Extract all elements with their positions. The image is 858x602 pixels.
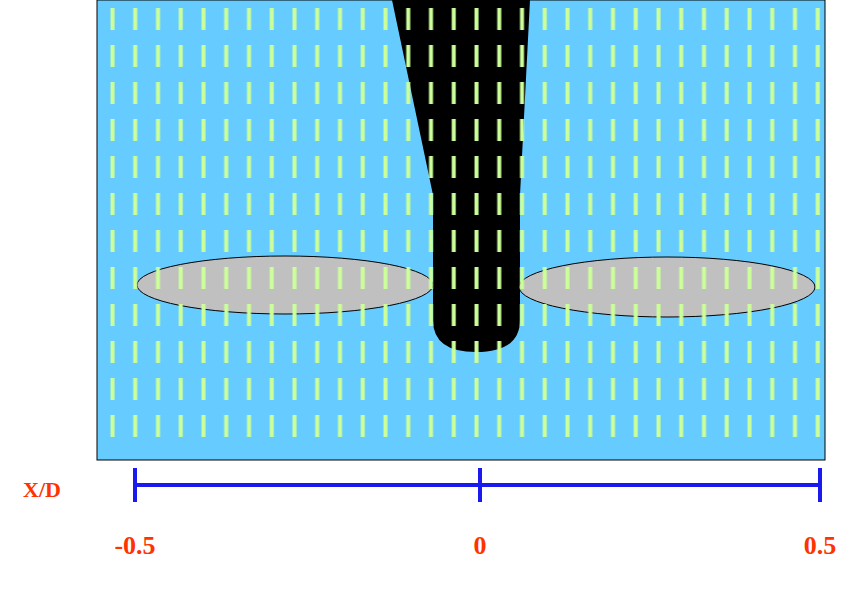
scale-tick bbox=[133, 468, 137, 502]
dash-lines bbox=[98, 8, 824, 452]
tick-label: 0 bbox=[474, 533, 487, 559]
scale-bar bbox=[135, 483, 820, 487]
scale-tick bbox=[818, 468, 822, 502]
tick-label: -0.5 bbox=[114, 533, 155, 559]
flow-region bbox=[97, 0, 825, 460]
axis-label: X/D bbox=[23, 479, 61, 501]
scale-tick bbox=[478, 468, 482, 502]
tick-label: 0.5 bbox=[804, 533, 837, 559]
